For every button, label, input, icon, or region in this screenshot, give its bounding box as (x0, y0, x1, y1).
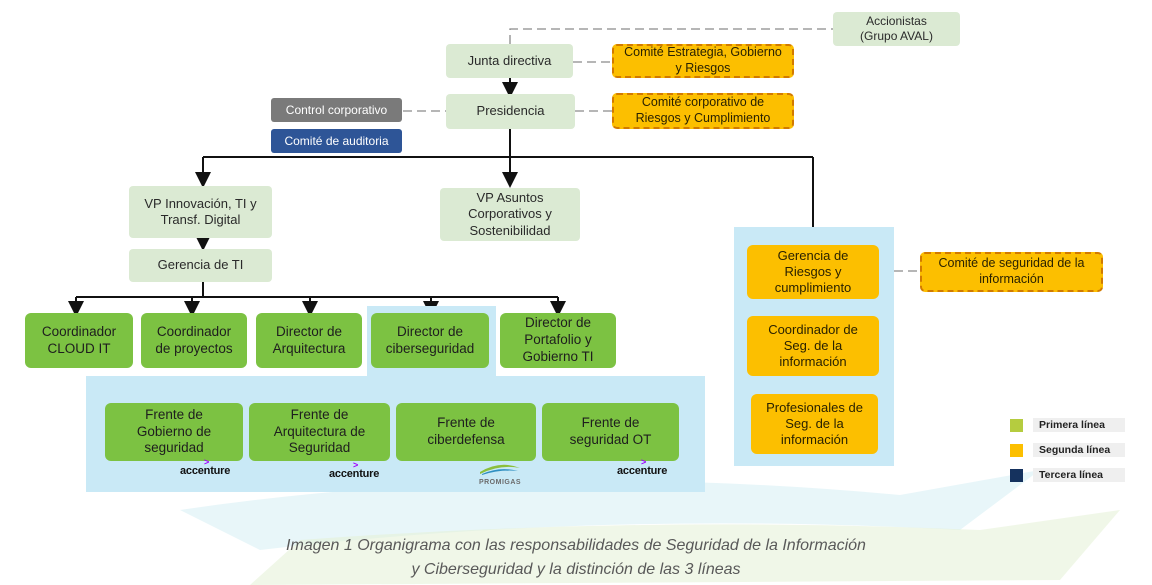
accenture-mark-icon: > (353, 460, 359, 470)
accionistas-box: Accionistas (Grupo AVAL) (833, 12, 960, 46)
gerencia-ti-box: Gerencia de TI (129, 249, 272, 282)
coordinador-seguridad-box: Coordinador de Seg. de la información (747, 316, 879, 376)
accenture-logo-1: >accenture (180, 457, 231, 477)
frente-arquitectura-box: Frente de Arquitectura de Seguridad (249, 403, 390, 461)
accenture-mark-icon: > (204, 457, 210, 467)
director-portafolio-box: Director de Portafolio y Gobierno TI (500, 313, 616, 368)
frente-gobierno-box: Frente de Gobierno de seguridad (105, 403, 243, 461)
legend-label: Tercera línea (1033, 468, 1125, 482)
legend-item: Tercera línea (1010, 468, 1125, 482)
vp-innovacion-box: VP Innovación, TI y Transf. Digital (129, 186, 272, 238)
profesionales-seguridad-box: Profesionales de Seg. de la información (751, 394, 878, 454)
promigas-wave-icon (480, 464, 520, 475)
coordinador-cloud-box: Coordinador CLOUD IT (25, 313, 133, 368)
junta-directiva-box: Junta directiva (446, 44, 573, 78)
legend-item: Primera línea (1010, 418, 1125, 432)
legend-item: Segunda línea (1010, 443, 1125, 457)
legend-swatch (1010, 468, 1023, 482)
coordinador-proyectos-box: Coordinador de proyectos (141, 313, 247, 368)
figure-caption-line-1: Imagen 1 Organigrama con las responsabil… (286, 537, 866, 554)
director-arquitectura-box: Director de Arquitectura (256, 313, 362, 368)
frente-ciberdefensa-box: Frente de ciberdefensa (396, 403, 536, 461)
gerencia-riesgos-box: Gerencia de Riesgos y cumplimiento (747, 245, 879, 299)
legend-label: Segunda línea (1033, 443, 1125, 457)
figure-caption-line-2: y Ciberseguridad y la distinción de las … (411, 561, 741, 578)
control-corporativo-box: Control corporativo (271, 98, 402, 122)
comite-seguridad-box: Comité de seguridad de la información (920, 252, 1103, 292)
accenture-logo-3: >accenture (617, 457, 668, 477)
comite-auditoria-box: Comité de auditoria (271, 129, 402, 153)
director-ciberseguridad-box: Director de ciberseguridad (371, 313, 489, 368)
legend-swatch (1010, 418, 1023, 432)
accenture-mark-icon: > (641, 457, 647, 467)
legend-label: Primera línea (1033, 418, 1125, 432)
comite-riesgos-box: Comité corporativo de Riesgos y Cumplimi… (612, 93, 794, 129)
legend-swatch (1010, 443, 1023, 457)
frente-ot-box: Frente de seguridad OT (542, 403, 679, 461)
promigas-logo: PROMIGAS (476, 462, 524, 488)
comite-estrategia-box: Comité Estrategia, Gobierno y Riesgos (612, 44, 794, 78)
presidencia-box: Presidencia (446, 94, 575, 129)
vp-asuntos-box: VP Asuntos Corporativos y Sostenibilidad (440, 188, 580, 241)
accenture-logo-2: >accenture (329, 460, 380, 480)
